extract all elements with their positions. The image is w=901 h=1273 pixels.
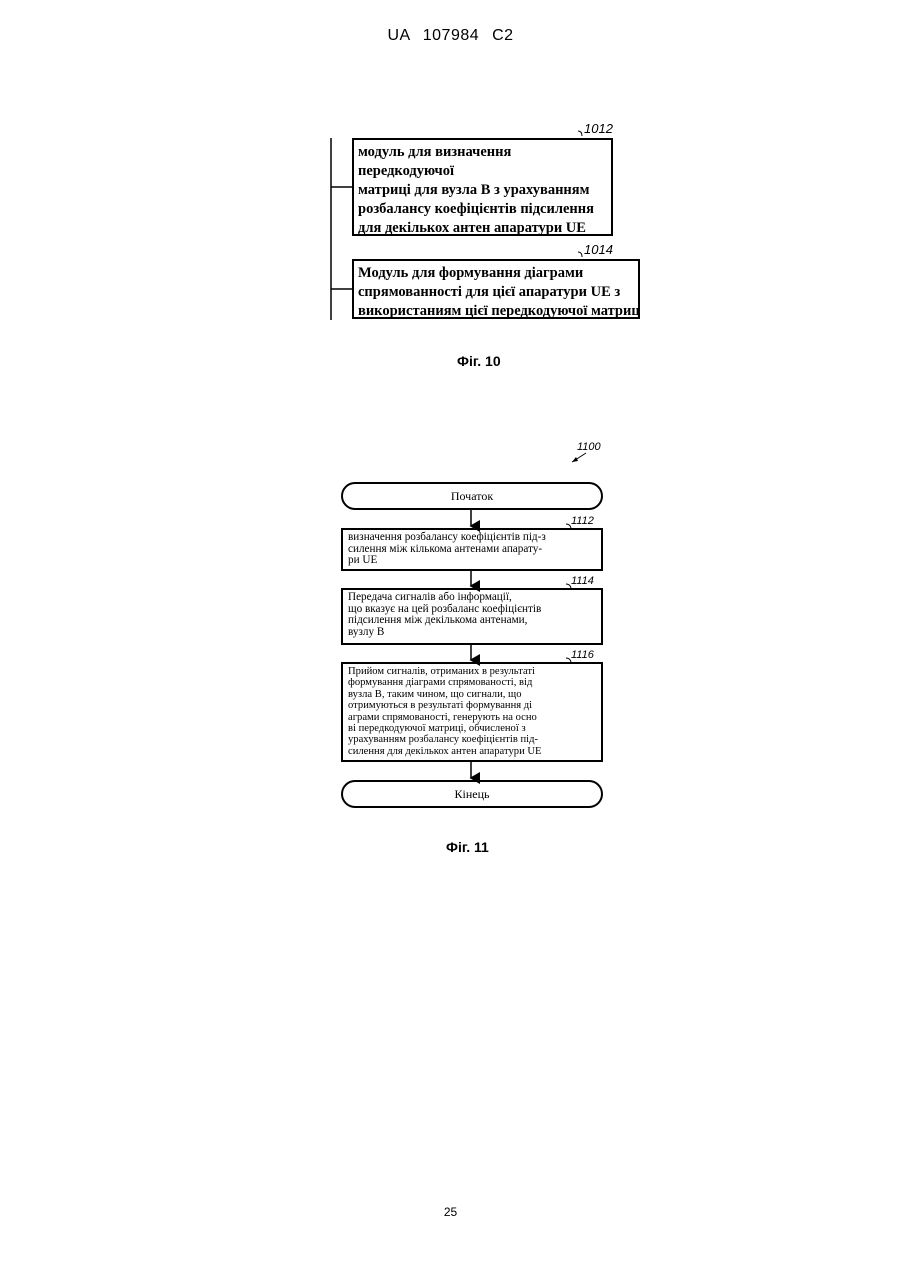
step-1116-line: ві передкодуючої матриці, обчисленої з [348, 723, 596, 734]
ref-label-1114: 1114 [571, 575, 594, 587]
step-1116-line: вузла В, таким чином, що сигнали, що [348, 689, 596, 700]
page-number: 25 [0, 1205, 901, 1219]
box-1014-line: використаниям цієї передкодуючої матриці [358, 302, 634, 319]
ref-label-1012: 1012 [584, 121, 613, 136]
step-1116-line: Прийом сигналів, отриманих в результаті [348, 666, 596, 677]
flow-step-1114: Передача сигналів або інформації, що вка… [341, 588, 603, 645]
box-1012-line: розбалансу коефіцієнтів підсилення [358, 200, 607, 219]
step-1112-line: визначення розбалансу коефіцієнтів під-з [348, 532, 596, 544]
flow-step-1116: Прийом сигналів, отриманих в результаті … [341, 662, 603, 762]
box-1014-line: спрямованності для цієї апаратури UE з [358, 283, 634, 302]
module-box-1012: модуль для визначення передкодуючої матр… [352, 138, 613, 236]
figure-caption-11: Фіг. 11 [446, 839, 489, 855]
module-box-1014: Модуль для формування діаграми спрямован… [352, 259, 640, 319]
ref-label-1116: 1116 [571, 649, 594, 661]
ref-label-1100: 1100 [577, 441, 601, 453]
step-1112-line: силення між кількома антенами апарату- [348, 544, 596, 556]
ref-1014-leader [578, 252, 582, 257]
box-1012-line: матриці для вузла В з урахуванням [358, 181, 607, 200]
step-1116-line: силення для декількох антен апаратури UE [348, 746, 596, 757]
figure-caption-10: Фіг. 10 [457, 353, 501, 369]
ref-1012-leader [578, 131, 582, 136]
step-1114-line: підсилення між декількома антенами, [348, 615, 596, 627]
step-1116-line: урахуванням розбалансу коефіцієнтів під- [348, 734, 596, 745]
step-1114-line: вузлу В [348, 627, 596, 639]
step-1116-line: формування діаграми спрямованості, від [348, 677, 596, 688]
step-1114-line: Передача сигналів або інформації, [348, 592, 596, 604]
ref-1100-arrow [572, 453, 586, 462]
box-1012-line: для декількох антен апаратури UE [358, 219, 607, 238]
step-1112-line: ри UE [348, 555, 596, 567]
step-1116-line: аграми спрямованості, генерують на осно [348, 712, 596, 723]
flow-end-terminal: Кінець [341, 780, 603, 808]
flow-step-1112: визначення розбалансу коефіцієнтів під-з… [341, 528, 603, 571]
ref-label-1014: 1014 [584, 242, 613, 257]
box-1012-line: модуль для визначення передкодуючої [358, 143, 607, 181]
flow-start-terminal: Початок [341, 482, 603, 510]
document-header: UA 107984 C2 [0, 27, 901, 45]
ref-label-1112: 1112 [571, 515, 594, 527]
end-label: Кінець [455, 787, 490, 801]
step-1116-line: отримуються в результаті формування ді [348, 700, 596, 711]
box-1014-line: Модуль для формування діаграми [358, 264, 634, 283]
start-label: Початок [451, 489, 493, 503]
